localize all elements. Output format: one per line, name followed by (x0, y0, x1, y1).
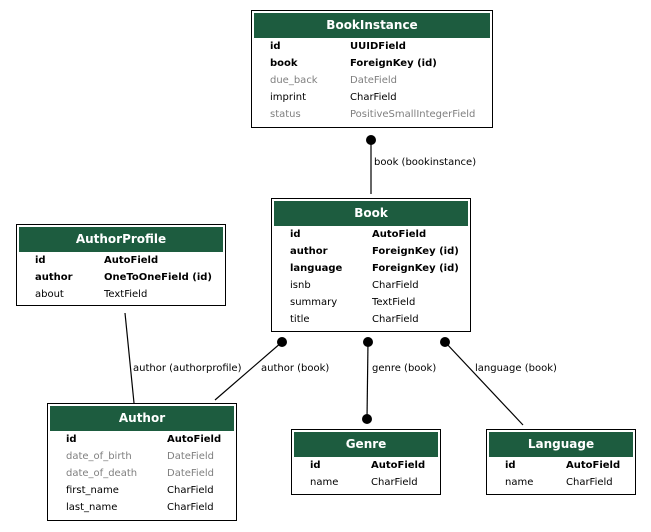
field-name: author (290, 246, 328, 257)
field-row: title CharField (274, 311, 468, 328)
field-type: AutoField (372, 229, 427, 240)
field-name: id (270, 41, 281, 52)
field-type: AutoField (104, 255, 159, 266)
edge-label-genre-book: genre (book) (372, 363, 436, 374)
edge-line-author-authorprofile (124, 312, 135, 404)
edge-label-book-bookinstance: book (bookinstance) (374, 157, 476, 168)
field-name: about (35, 289, 64, 300)
edge-label-language-book: language (book) (475, 363, 557, 374)
edge-dot-book-bookinstance (366, 135, 376, 145)
field-row: id AutoField (274, 226, 468, 243)
field-type: TextField (104, 289, 148, 300)
field-name: date_of_death (66, 468, 138, 479)
field-type: CharField (372, 280, 419, 291)
field-type: CharField (566, 477, 613, 488)
field-type: AutoField (371, 460, 426, 471)
edge-label-author-book: author (book) (261, 363, 329, 374)
field-type: ForeignKey (id) (372, 246, 459, 257)
entity-authorprofile: AuthorProfile id AutoField author OneToOne… (16, 224, 226, 306)
entity-title: Book (274, 201, 468, 226)
field-row: language ForeignKey (id) (274, 260, 468, 277)
field-name: id (310, 460, 321, 471)
field-row: last_name CharField (50, 499, 234, 516)
field-type: OneToOneField (id) (104, 272, 213, 283)
field-name: first_name (66, 485, 119, 496)
field-name: id (290, 229, 301, 240)
field-type: ForeignKey (id) (350, 58, 437, 69)
field-name: id (35, 255, 46, 266)
field-name: last_name (66, 502, 118, 513)
field-type: ForeignKey (id) (372, 263, 459, 274)
field-type: DateField (350, 75, 397, 86)
field-row: id AutoField (50, 431, 234, 448)
entity-title: AuthorProfile (19, 227, 223, 252)
field-row: author OneToOneField (id) (19, 269, 223, 286)
field-row: summary TextField (274, 294, 468, 311)
field-row: name CharField (294, 474, 438, 491)
field-row: name CharField (489, 474, 633, 491)
field-row: id AutoField (489, 457, 633, 474)
field-name: id (66, 434, 77, 445)
entity-language: Language id AutoField name CharField (486, 429, 636, 495)
entity-bookinstance: BookInstance id UUIDField book ForeignKey … (251, 10, 493, 128)
field-name: name (505, 477, 534, 488)
entity-title: BookInstance (254, 13, 490, 38)
edge-line-language-book (444, 341, 524, 426)
entity-genre: Genre id AutoField name CharField (291, 429, 441, 495)
field-row: due_back DateField (254, 72, 490, 89)
field-type: PositiveSmallIntegerField (350, 109, 476, 120)
field-type: DateField (167, 468, 214, 479)
field-row: id AutoField (19, 252, 223, 269)
field-row: author ForeignKey (id) (274, 243, 468, 260)
field-row: date_of_birth DateField (50, 448, 234, 465)
field-row: book ForeignKey (id) (254, 55, 490, 72)
field-name: imprint (270, 92, 307, 103)
field-name: summary (290, 297, 338, 308)
edge-line-author-book (214, 341, 283, 401)
edge-dot-language-book (440, 337, 450, 347)
edge-line-genre-book (366, 341, 369, 420)
edge-label-author-authorprofile: author (authorprofile) (133, 363, 242, 374)
field-name: status (270, 109, 301, 120)
field-row: first_name CharField (50, 482, 234, 499)
field-name: language (290, 263, 343, 274)
field-name: title (290, 314, 310, 325)
field-name: book (270, 58, 298, 69)
edge-dot-genre-book-bottom (362, 414, 372, 424)
field-row: isnb CharField (274, 277, 468, 294)
entity-title: Genre (294, 432, 438, 457)
edge-dot-author-book (277, 337, 287, 347)
edge-dot-genre-book-top (363, 337, 373, 347)
field-row: about TextField (19, 286, 223, 303)
field-name: name (310, 477, 339, 488)
field-type: CharField (350, 92, 397, 103)
field-name: isnb (290, 280, 311, 291)
field-type: CharField (167, 485, 214, 496)
field-row: id AutoField (294, 457, 438, 474)
field-row: status PositiveSmallIntegerField (254, 106, 490, 123)
field-name: due_back (270, 75, 318, 86)
field-name: author (35, 272, 73, 283)
field-type: AutoField (167, 434, 222, 445)
field-type: DateField (167, 451, 214, 462)
field-type: CharField (167, 502, 214, 513)
field-row: imprint CharField (254, 89, 490, 106)
entity-title: Author (50, 406, 234, 431)
field-type: CharField (372, 314, 419, 325)
field-name: date_of_birth (66, 451, 132, 462)
field-name: id (505, 460, 516, 471)
field-type: UUIDField (350, 41, 406, 52)
field-row: date_of_death DateField (50, 465, 234, 482)
field-type: CharField (371, 477, 418, 488)
entity-title: Language (489, 432, 633, 457)
field-type: AutoField (566, 460, 621, 471)
field-row: id UUIDField (254, 38, 490, 55)
field-type: TextField (372, 297, 416, 308)
